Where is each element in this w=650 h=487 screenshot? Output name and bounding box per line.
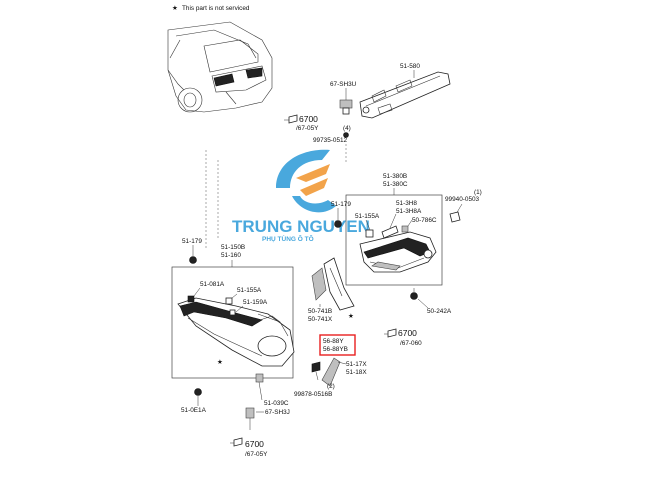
label-51-179-left: 51-179 <box>182 238 202 245</box>
label-51-380c: 51-380C <box>383 181 408 188</box>
garnish-56-88y <box>321 357 341 387</box>
label-99735-0512: 99735-0512 <box>313 137 348 144</box>
not-serviced-note: This part is not serviced <box>182 5 250 12</box>
gasket-51-159a <box>229 309 236 316</box>
vehicle-outline <box>167 21 273 113</box>
label-51-160: 51-160 <box>221 252 241 259</box>
group-box-51-150 <box>171 266 294 379</box>
label-67-05y-top: /67-05Y <box>296 125 319 132</box>
grommet-51-179-mid <box>334 220 342 228</box>
clip-50-786c <box>401 225 409 233</box>
label-51-3h8a: 51-3H8A <box>396 208 422 215</box>
label-qty-1: (1) <box>474 189 482 196</box>
nut-99940 <box>449 211 461 223</box>
label-67-05y-bottom: /67-05Y <box>245 451 268 458</box>
clip-51-155a-left <box>225 297 233 305</box>
watermark-tagline: PHỤ TÙNG Ô TÔ <box>262 234 314 243</box>
label-56-88yb: 56-88YB <box>323 346 348 353</box>
label-51-155a-mid: 51-155A <box>355 213 380 220</box>
bracket-51-3h8 <box>381 225 399 239</box>
star-50-741: ★ <box>348 313 354 320</box>
highlight-box-56-88y <box>319 334 356 356</box>
grommet-51-0e1a <box>194 388 202 406</box>
label-6700-right: 6700 <box>398 328 417 338</box>
star-left-lamp: ★ <box>217 359 223 366</box>
lid-lamp-right <box>359 231 437 273</box>
label-50-786c: 50-786C <box>412 217 437 224</box>
watermark-brand: TRUNG NGUYEN <box>232 217 370 236</box>
reflector-50-741 <box>311 257 355 311</box>
label-51-3h8: 51-3H8 <box>396 200 417 207</box>
screw-99735 <box>343 132 349 138</box>
callout-6700-right <box>384 328 397 338</box>
label-qty-2: (2) <box>327 383 335 390</box>
callout-6700-top <box>284 114 298 124</box>
grommet-51-179-left <box>189 256 197 264</box>
label-99878-0516b: 99878-0516B <box>294 391 332 398</box>
label-99940-0503: 99940-0503 <box>445 196 480 203</box>
connector-67-sh3j <box>245 407 264 430</box>
clip-51-155a-mid <box>365 229 374 238</box>
label-51-17x: 51-17X <box>346 361 367 368</box>
nut-50-242a <box>410 288 418 300</box>
connector-67-sh3u <box>339 99 353 115</box>
fastener-51-039c <box>255 373 264 401</box>
label-50-741b: 50-741B <box>308 308 332 315</box>
not-serviced-star: ★ <box>172 5 178 12</box>
label-51-0e1a: 51-0E1A <box>181 407 207 414</box>
label-50-741x: 50-741X <box>308 316 333 323</box>
watermark-logo <box>276 149 336 213</box>
bulb-socket-51-081a <box>187 295 195 303</box>
label-50-242a: 50-242A <box>427 308 452 315</box>
label-51-18x: 51-18X <box>346 369 367 376</box>
screw-99878 <box>311 361 321 381</box>
label-51-081a: 51-081A <box>200 281 225 288</box>
label-6700-top: 6700 <box>299 114 318 124</box>
label-51-380b: 51-380B <box>383 173 407 180</box>
label-56-88y: 56-88Y <box>323 338 344 345</box>
label-qty-4: (4) <box>343 125 351 132</box>
callout-6700-bottom <box>230 437 243 447</box>
label-6700-bottom: 6700 <box>245 439 264 449</box>
label-51-155a-left: 51-155A <box>237 287 262 294</box>
label-51-159a: 51-159A <box>243 299 268 306</box>
label-51-179-mid: 51-179 <box>331 201 351 208</box>
label-67-sh3j: 67-SH3J <box>265 409 290 416</box>
label-51-580: 51-580 <box>400 63 420 70</box>
label-51-039c: 51-039C <box>264 400 289 407</box>
label-67-sh3u: 67-SH3U <box>330 81 357 88</box>
high-mount-stop-lamp <box>359 71 451 119</box>
rear-combination-lamp-left <box>177 297 295 367</box>
label-51-150b: 51-150B <box>221 244 245 251</box>
label-67-060: /67-060 <box>400 340 422 347</box>
